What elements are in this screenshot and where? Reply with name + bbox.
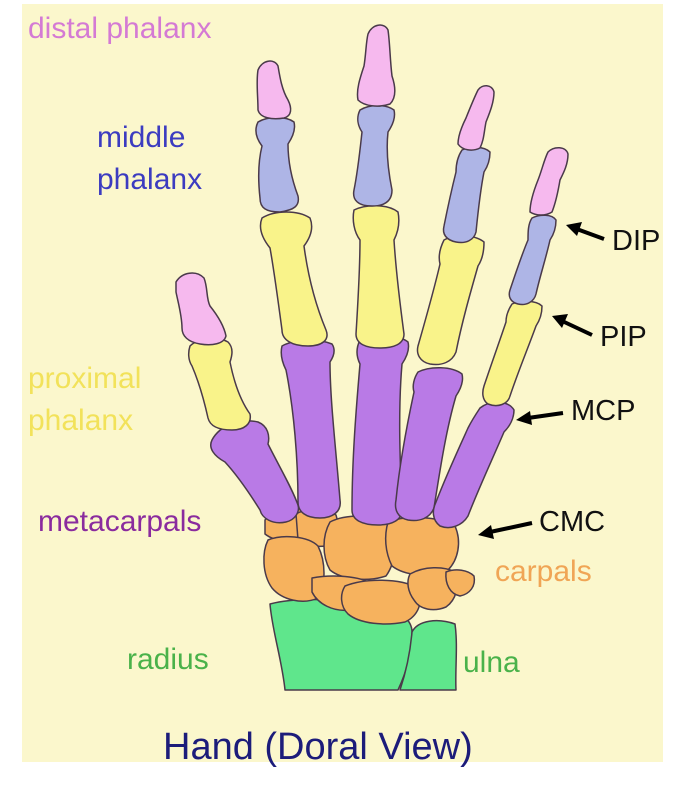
distal-phalanx-little — [530, 148, 568, 215]
proximal-phalanx-label-line1: proximal — [28, 358, 141, 400]
middle-phalanx-index — [256, 118, 298, 213]
mcp-arrow — [528, 413, 563, 418]
proximal-phalanx-little — [483, 301, 542, 405]
middle-phalanx-label: middle phalanx — [97, 117, 202, 201]
carpals-label: carpals — [495, 557, 592, 587]
mcp-arrowhead — [516, 411, 532, 425]
dip-joint-label: DIP — [612, 227, 660, 256]
middle-phalanx-label-line1: middle — [97, 117, 202, 159]
distal-phalanx-thumb — [176, 273, 226, 345]
proximal-phalanx-ring — [418, 236, 485, 365]
cmc-arrowhead — [478, 525, 494, 539]
distal-phalanx-index — [257, 61, 291, 119]
distal-phalanx-ring — [458, 86, 494, 150]
ulna-label: ulna — [463, 648, 520, 678]
pip-joint-label: PIP — [600, 323, 647, 352]
radius-label: radius — [127, 645, 209, 675]
metacarpal-thumb — [211, 421, 299, 523]
middle-phalanx-middle — [354, 106, 395, 207]
proximal-phalanx-middle — [353, 206, 404, 348]
diagram-title: Hand (Doral View) — [163, 728, 473, 766]
middle-phalanx-label-line2: phalanx — [97, 159, 202, 201]
proximal-phalanx-thumb — [189, 339, 251, 430]
mcp-joint-label: MCP — [571, 397, 635, 426]
proximal-phalanx-label-line2: phalanx — [28, 400, 141, 442]
middle-phalanx-little — [509, 215, 556, 304]
proximal-phalanx-index — [260, 212, 327, 346]
pip-arrow — [560, 320, 592, 335]
cmc-joint-label: CMC — [539, 508, 605, 537]
cmc-arrow — [490, 523, 532, 532]
carpal-bone — [324, 516, 395, 579]
middle-phalanx-ring — [444, 147, 491, 242]
distal-phalanx-middle — [357, 25, 394, 106]
metacarpals-group — [211, 336, 514, 528]
proximal-phalanx-label: proximal phalanx — [28, 358, 141, 442]
distal-phalanx-label: distal phalanx — [28, 14, 211, 44]
metacarpals-label: metacarpals — [38, 507, 201, 537]
